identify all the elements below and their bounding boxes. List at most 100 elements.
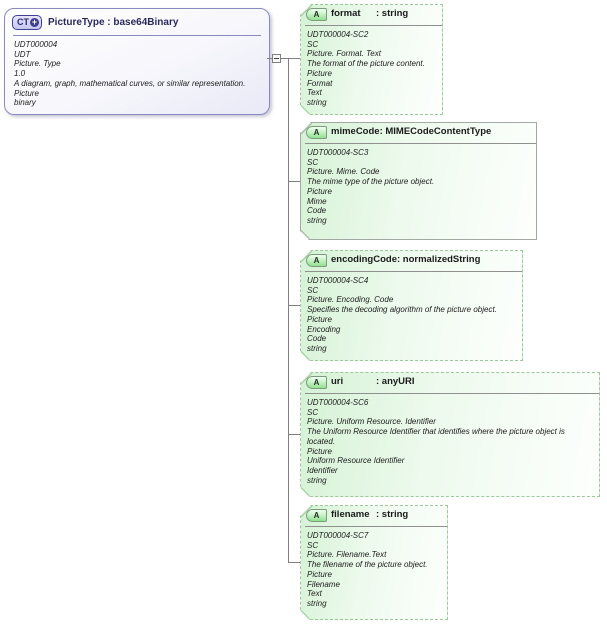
attribute-badge: A bbox=[306, 509, 327, 522]
complextype-badge-label: CT bbox=[17, 17, 29, 27]
annotation-line: Uniform Resource Identifier bbox=[307, 456, 405, 466]
attribute-box-mimeCode[interactable]: A mimeCode: MIMECodeContentType UDT00000… bbox=[300, 122, 537, 240]
attribute-title: filename : string bbox=[301, 506, 447, 525]
annotation-line: Text bbox=[307, 589, 322, 599]
attribute-type: : string bbox=[376, 509, 409, 520]
plus-icon: + bbox=[30, 17, 39, 27]
attribute-box-encodingCode[interactable]: A encodingCode: normalizedString UDT0000… bbox=[300, 250, 523, 361]
annotation-line: A diagram, graph, mathematical curves, o… bbox=[14, 78, 246, 88]
attribute-name: uri bbox=[331, 376, 344, 387]
attribute-name: filename bbox=[331, 509, 370, 520]
annotation-line: The format of the picture content. bbox=[307, 59, 425, 69]
annotation-line: Encoding bbox=[307, 324, 341, 334]
attribute-name: mimeCode bbox=[331, 126, 380, 137]
annotation-line: string bbox=[307, 598, 327, 608]
connector-trunk bbox=[288, 58, 289, 563]
annotation-line: Picture bbox=[307, 186, 332, 196]
complextype-box-PictureType[interactable]: CT + PictureType : base64Binary UDT00000… bbox=[4, 8, 270, 115]
annotation-line: UDT bbox=[14, 49, 31, 59]
attribute-title: uri : anyURI bbox=[301, 373, 599, 392]
collapse-toggle[interactable] bbox=[272, 54, 281, 63]
corner-bevel bbox=[300, 610, 309, 619]
attribute-badge: A bbox=[306, 254, 327, 267]
annotation-line: Picture. Filename.Text bbox=[307, 550, 387, 560]
annotation-line: UDT000004 bbox=[14, 40, 58, 49]
complextype-title: PictureType : base64Binary bbox=[48, 17, 179, 28]
annotation-line: Picture. Mime. Code bbox=[307, 167, 380, 177]
annotation-line: The Uniform Resource Identifier that ide… bbox=[307, 427, 565, 446]
annotation-line: SC bbox=[307, 285, 319, 295]
complextype-badge: CT + bbox=[12, 15, 42, 30]
annotation-line: SC bbox=[307, 39, 319, 49]
corner-bevel bbox=[300, 230, 309, 239]
annotation-line: Code bbox=[307, 206, 327, 216]
corner-bevel bbox=[300, 487, 309, 496]
annotation-line: Picture. Format. Text bbox=[307, 49, 381, 59]
header-separator bbox=[305, 271, 522, 272]
annotation-line: string bbox=[307, 215, 327, 225]
attribute-name: encodingCode bbox=[331, 254, 397, 265]
annotation-line: SC bbox=[307, 407, 319, 417]
attribute-badge: A bbox=[306, 8, 327, 21]
complextype-header: CT + PictureType : base64Binary bbox=[5, 9, 269, 30]
connector-branch bbox=[288, 562, 300, 563]
annotation-line: Picture bbox=[307, 314, 332, 324]
annotation-line: Specifies the decoding algorithm of the … bbox=[307, 305, 497, 315]
connector-branch bbox=[288, 58, 300, 59]
annotation-line: UDT000004-SC6 bbox=[307, 398, 369, 407]
annotation-line: Mime bbox=[307, 196, 327, 206]
annotation-line: SC bbox=[307, 157, 319, 167]
annotation-line: Picture. Type bbox=[14, 59, 61, 69]
header-separator bbox=[305, 25, 442, 26]
annotation-line: Code bbox=[307, 334, 327, 344]
annotation-line: string bbox=[307, 343, 327, 353]
annotation-line: Picture. Encoding. Code bbox=[307, 295, 394, 305]
annotation-line: string bbox=[307, 97, 327, 107]
annotation-line: SC bbox=[307, 540, 319, 550]
connector-branch bbox=[288, 434, 300, 435]
attribute-title: mimeCode: MIMECodeContentType bbox=[301, 123, 536, 142]
annotation-line: Picture. Uniform Resource. Identifier bbox=[307, 417, 436, 427]
attribute-title: encodingCode: normalizedString bbox=[301, 251, 522, 270]
annotation-line: Identifier bbox=[307, 465, 338, 475]
annotation-line: UDT000004-SC7 bbox=[307, 531, 369, 540]
annotation-line: UDT000004-SC3 bbox=[307, 148, 369, 157]
attribute-badge: A bbox=[306, 126, 327, 139]
annotation-line: Picture bbox=[307, 446, 332, 456]
attribute-type: : normalizedString bbox=[396, 254, 481, 265]
attribute-type: : string bbox=[376, 8, 409, 19]
connector-stub bbox=[267, 58, 273, 59]
header-separator bbox=[305, 393, 599, 394]
annotation-line: The filename of the picture object. bbox=[307, 560, 428, 570]
annotation-line: Text bbox=[307, 88, 322, 98]
attribute-type: : MIMECodeContentType bbox=[379, 126, 492, 137]
connector-branch bbox=[288, 305, 300, 306]
annotation-line: string bbox=[307, 475, 327, 485]
connector-branch bbox=[288, 181, 300, 182]
annotation-line: Picture bbox=[14, 88, 39, 98]
annotation-line: 1.0 bbox=[14, 69, 26, 79]
annotation-line: Picture bbox=[307, 68, 332, 78]
annotation-line: UDT000004-SC2 bbox=[307, 30, 369, 39]
annotation-line: binary bbox=[14, 98, 36, 108]
minus-icon bbox=[274, 58, 279, 59]
annotation-line: The mime type of the picture object. bbox=[307, 177, 435, 187]
annotation-block: UDT000004 UDT Picture. Type 1.0 A diagra… bbox=[5, 39, 269, 108]
annotation-line: Picture bbox=[307, 569, 332, 579]
attribute-badge: A bbox=[306, 376, 327, 389]
header-separator bbox=[305, 526, 447, 527]
annotation-line: Filename bbox=[307, 579, 340, 589]
attribute-title: format: string bbox=[301, 5, 442, 24]
header-separator bbox=[305, 143, 536, 144]
attribute-type: : anyURI bbox=[376, 376, 415, 387]
annotation-line: UDT000004-SC4 bbox=[307, 276, 369, 285]
